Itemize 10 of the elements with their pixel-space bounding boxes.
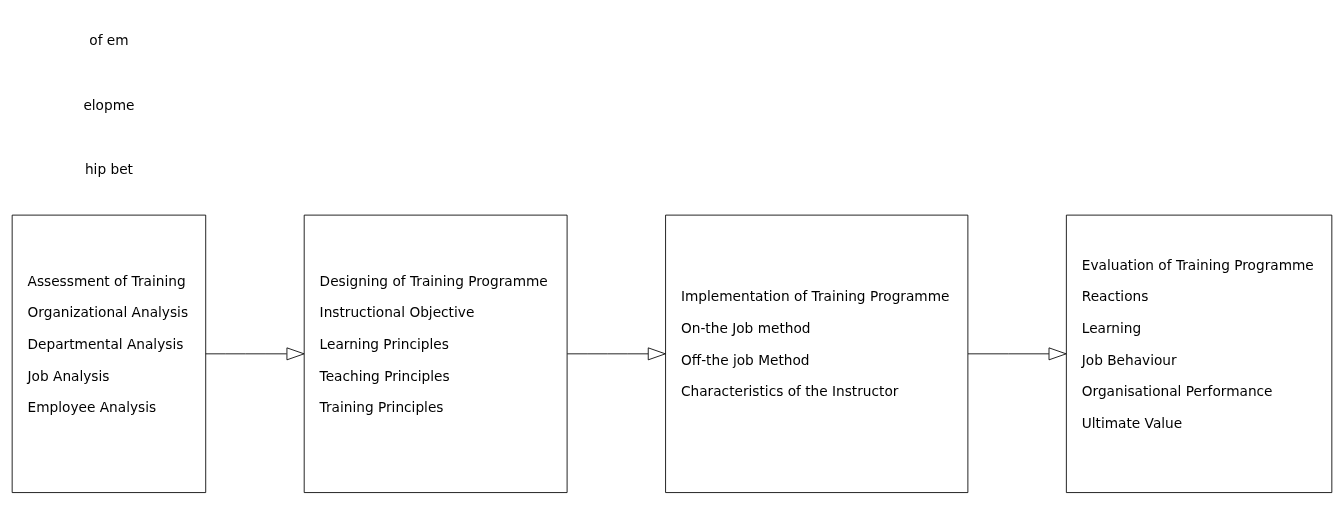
node-box: Evaluation of Training Programme Reactions Learning Job Behaviour Organisational Performance Ultimate Value <box>1065 214 1333 493</box>
arrow <box>967 347 1067 361</box>
arrow <box>205 347 305 361</box>
arrow <box>566 347 666 361</box>
node-box: Designing of Training Programme Instructional Objective Learning Principles Teaching Principles Training Principles <box>303 214 568 493</box>
label: elopme <box>83 96 135 113</box>
node-box: Assessment of Training Organizational Analysis Departmental Analysis Job Analysis Employee Analysis <box>11 214 207 493</box>
label: of em <box>89 32 129 49</box>
label: hip bet <box>84 160 133 177</box>
node-box: Implementation of Training Programme On-the Job method Off-the job Method Characteristics of the Instructor <box>665 214 969 493</box>
